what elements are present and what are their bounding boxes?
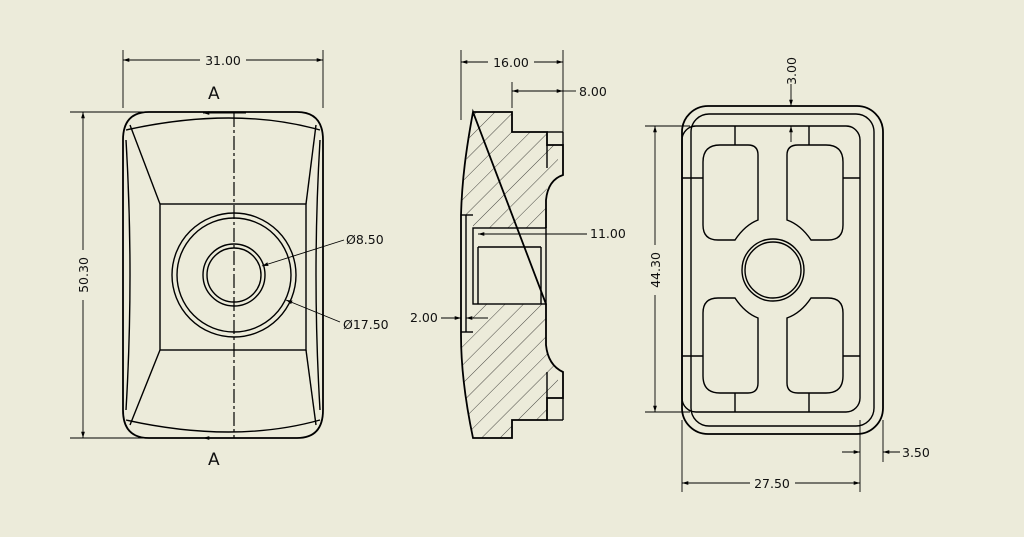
dim-bore-length-text: 11.00 [590, 226, 626, 241]
front-inner-curve-right [315, 139, 321, 411]
front-chamfer-top-left [129, 124, 161, 205]
front-inner-curve-top [125, 117, 321, 131]
dim-width-text: 31.00 [205, 53, 241, 68]
dim-height-text: 50.30 [76, 257, 91, 293]
back-hub-outer [741, 238, 805, 302]
back-outer [681, 105, 884, 435]
pocket-top-left [702, 144, 759, 241]
front-outline [122, 111, 324, 439]
dim-bore-small-text: Ø8.50 [346, 232, 384, 247]
dim-wall-text: 3.50 [902, 445, 930, 460]
dim-step-text: 8.00 [579, 84, 607, 99]
section-view: 16.00 8.00 11.00 2.00 [410, 50, 626, 439]
front-chamfer-top-right [305, 124, 317, 205]
section-label-top: A [208, 84, 220, 104]
dim-depth-text: 16.00 [493, 55, 529, 70]
dim-inner-width-text: 27.50 [754, 476, 790, 491]
front-pad [159, 203, 307, 351]
pocket-top-right [786, 144, 844, 241]
section-outline [460, 108, 564, 439]
section-bore [472, 227, 547, 305]
back-hub-inner [744, 241, 802, 299]
pocket-bottom-left [702, 297, 759, 394]
dim-rib-text: 3.00 [784, 57, 799, 85]
section-label-bottom: A [208, 450, 220, 470]
section-upper-fill [461, 112, 558, 228]
pocket-bottom-right [786, 297, 844, 394]
leader-bore-small [261, 239, 345, 267]
back-outer-inner [690, 113, 875, 427]
dim-flange-text: 2.00 [410, 310, 438, 325]
front-view: A A 31.00 50.30 Ø8.50 Ø17.50 [70, 50, 389, 470]
leader-bore-large [285, 299, 341, 323]
back-inner-frame [681, 125, 861, 413]
dim-inner-height-text: 44.30 [648, 252, 663, 288]
back-view: 3.00 44.30 27.50 3.50 [645, 57, 930, 492]
front-inner-curve-bottom [125, 419, 321, 433]
section-lower-fill [461, 304, 558, 438]
dim-bore-large-text: Ø17.50 [343, 317, 389, 332]
front-chamfer-bottom-left [129, 349, 161, 426]
front-inner-curve-left [125, 139, 131, 411]
front-chamfer-bottom-right [305, 349, 317, 426]
